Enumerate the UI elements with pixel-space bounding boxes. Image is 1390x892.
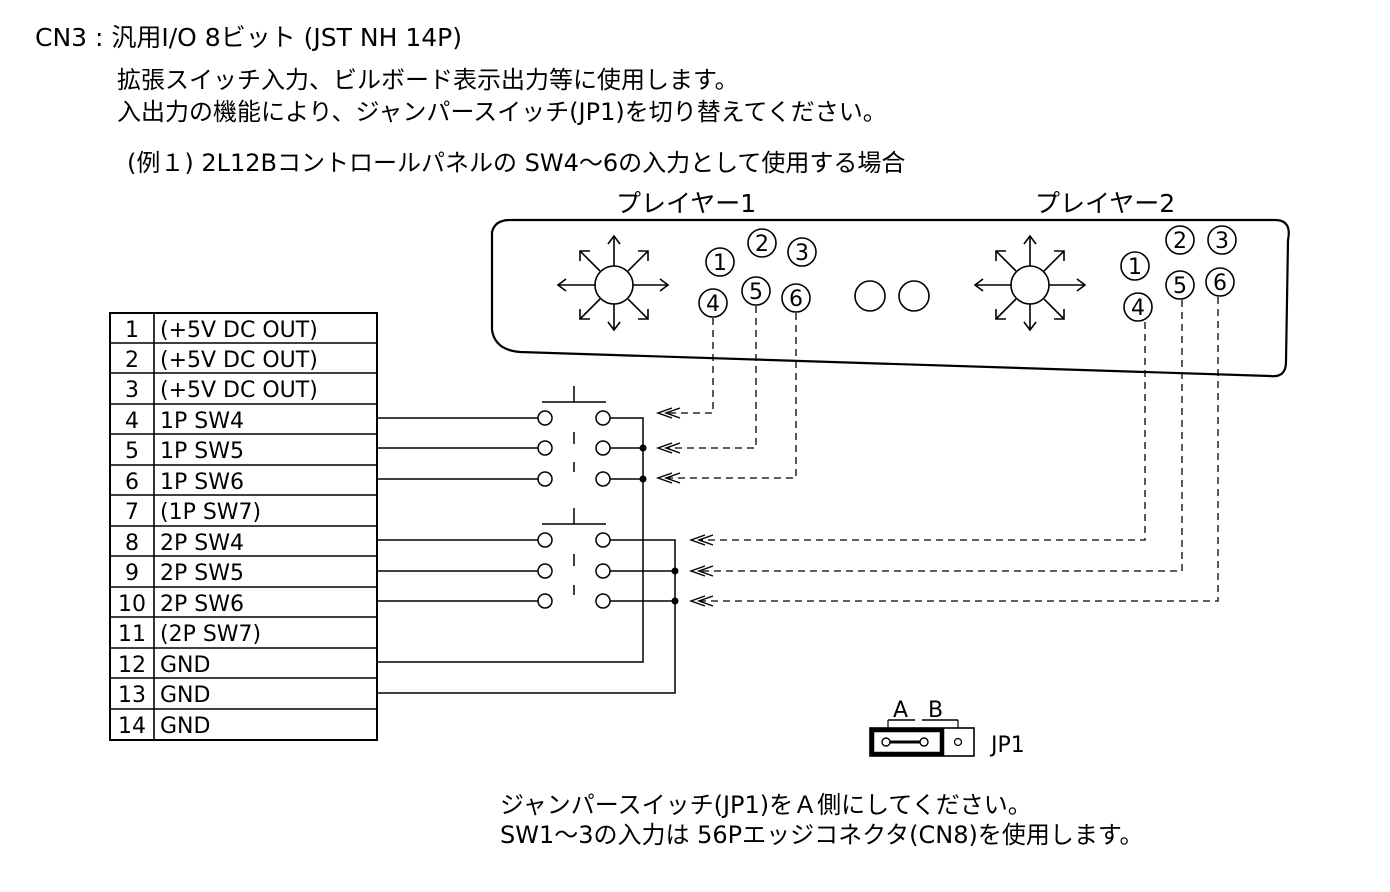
- example-caption: (例１) 2L12Bコントロールパネルの SW4～6の入力として使用する場合: [127, 149, 906, 177]
- pin-label: GND: [160, 714, 210, 739]
- junction-dot: [639, 475, 647, 483]
- junction-dot: [671, 597, 679, 605]
- p2-button-2: [1165, 225, 1195, 255]
- pin-number: 13: [118, 683, 146, 708]
- pin-label: (1P SW7): [160, 500, 261, 525]
- pin-label: GND: [160, 653, 210, 678]
- pin-number: 5: [125, 439, 139, 464]
- joystick-2-icon: [973, 234, 1087, 332]
- description-line-2: 入出力の機能により、ジャンパースイッチ(JP1)を切り替えてください。: [117, 98, 887, 126]
- p1-button-5-label: 5: [749, 280, 763, 305]
- pin-number: 12: [118, 653, 146, 678]
- p1-button-5: [741, 276, 771, 306]
- p2-button-1: [1120, 251, 1150, 281]
- pin-number: 8: [125, 531, 139, 556]
- pin-number: 6: [125, 470, 139, 495]
- connector-pin-table: 1 2 3 4 5 6 7 8 9 10 11 12 13 14 (+5V DC…: [109, 312, 378, 741]
- jumper-jp1: A B JP1: [869, 698, 1025, 758]
- note-line-1: ジャンパースイッチ(JP1)をＡ側にしてください。: [500, 791, 1032, 819]
- p2-switch-group: [537, 508, 611, 609]
- arrow-head: [663, 442, 681, 454]
- pin-label: (+5V DC OUT): [160, 318, 318, 343]
- arrow-head: [663, 472, 681, 484]
- pin-number: 4: [125, 409, 139, 434]
- p2-button-6-label: 6: [1213, 271, 1227, 296]
- pin-label: (+5V DC OUT): [160, 348, 318, 373]
- p1-button-4: [698, 288, 728, 318]
- pin-label: GND: [160, 683, 210, 708]
- p2-button-3-label: 3: [1215, 229, 1229, 254]
- pin-number: 10: [118, 592, 146, 617]
- pin-number: 1: [125, 318, 139, 343]
- junction-dot: [639, 444, 647, 452]
- jumper-name: JP1: [989, 733, 1025, 758]
- p2-button-4: [1123, 292, 1153, 322]
- control-panel-outline: [490, 218, 1290, 378]
- p2-start-button: [898, 280, 930, 312]
- arrow-head: [663, 407, 681, 419]
- p1-button-4-label: 4: [706, 292, 720, 317]
- description-line-1: 拡張スイッチ入力、ビルボード表示出力等に使用します。: [117, 66, 739, 94]
- p1-button-6-label: 6: [789, 287, 803, 312]
- pin-label: 2P SW4: [160, 531, 244, 556]
- p1-button-2-label: 2: [755, 232, 769, 257]
- arrow-head: [696, 534, 714, 546]
- pin-label: 1P SW5: [160, 439, 244, 464]
- p2-button-5: [1165, 270, 1195, 300]
- p2-button-5-label: 5: [1173, 274, 1187, 299]
- p1-button-1-label: 1: [713, 251, 727, 276]
- pin-number: 3: [125, 378, 139, 403]
- joystick-1-icon: [556, 234, 670, 332]
- arrow-head: [696, 565, 714, 577]
- button-mapping-lines: [668, 297, 1219, 602]
- note-line-2: SW1～3の入力は 56Pエッジコネクタ(CN8)を使用します。: [500, 821, 1144, 849]
- player1-label: プレイヤー1: [616, 189, 756, 218]
- p2-button-6: [1205, 267, 1235, 297]
- pin-label: (+5V DC OUT): [160, 378, 318, 403]
- p2-button-4-label: 4: [1131, 296, 1145, 321]
- pin-label: 2P SW6: [160, 592, 244, 617]
- pin-number: 9: [125, 561, 139, 586]
- p1-switch-group: [537, 386, 611, 487]
- pin-label: (2P SW7): [160, 622, 261, 647]
- p1-button-2: [747, 228, 777, 258]
- p2-button-3: [1207, 225, 1237, 255]
- pin-label: 1P SW6: [160, 470, 244, 495]
- p2-button-1-label: 1: [1128, 255, 1142, 280]
- wiring: [377, 417, 676, 694]
- arrow-head: [688, 534, 706, 546]
- junction-dot: [671, 567, 679, 575]
- pin-number: 2: [125, 348, 139, 373]
- pin-label: 2P SW5: [160, 561, 244, 586]
- p1-start-button: [854, 280, 886, 312]
- pin-label: 1P SW4: [160, 409, 244, 434]
- arrow-head: [655, 472, 673, 484]
- p1-button-3-label: 3: [795, 241, 809, 266]
- arrow-head: [696, 595, 714, 607]
- arrow-head: [688, 565, 706, 577]
- jumper-label-b: B: [928, 698, 943, 723]
- p2-button-2-label: 2: [1173, 229, 1187, 254]
- p1-button-1: [705, 247, 735, 277]
- arrow-head: [655, 442, 673, 454]
- arrow-head: [688, 595, 706, 607]
- arrow-head: [655, 407, 673, 419]
- pin-number: 11: [118, 622, 146, 647]
- p1-button-3: [787, 237, 817, 267]
- player2-label: プレイヤー2: [1035, 189, 1175, 218]
- p1-button-6: [781, 283, 811, 313]
- jumper-label-a: A: [893, 698, 908, 723]
- section-title: CN3 : 汎用I/O 8ビット (JST NH 14P): [35, 23, 462, 52]
- pin-number: 14: [118, 714, 146, 739]
- pin-number: 7: [125, 500, 139, 525]
